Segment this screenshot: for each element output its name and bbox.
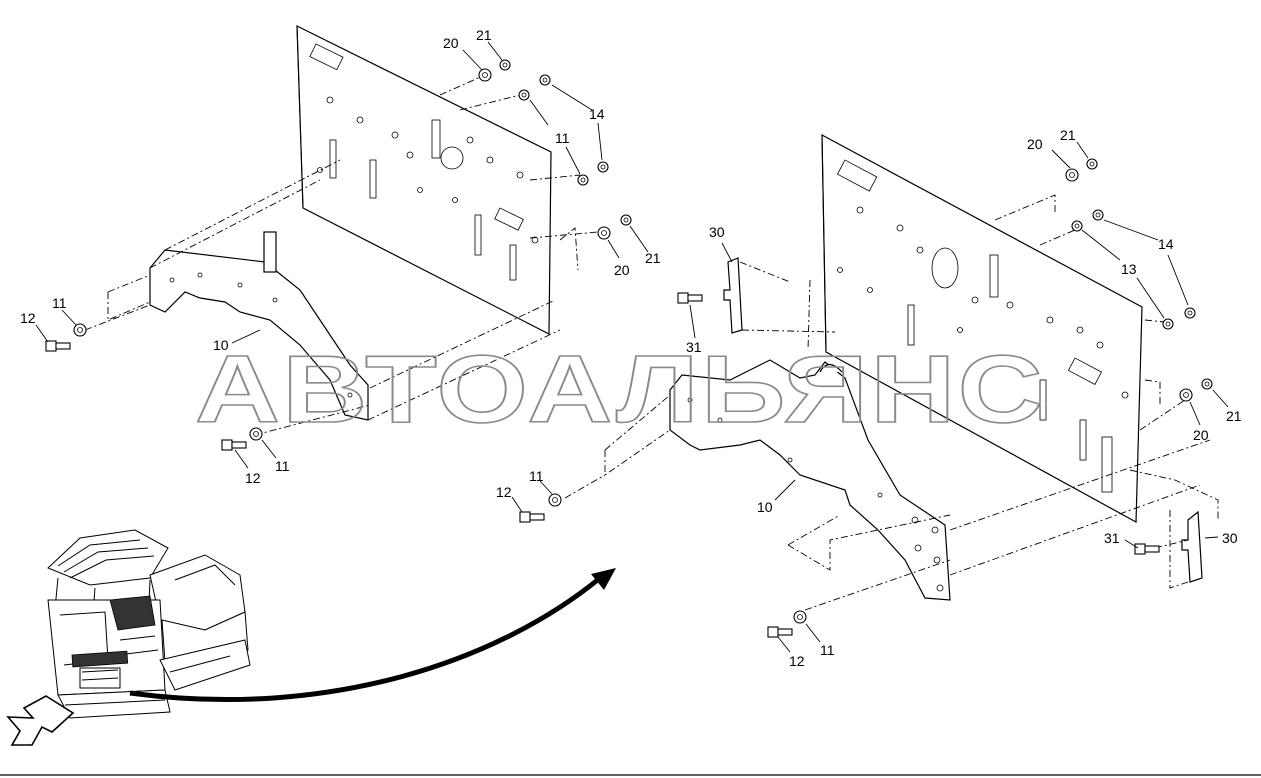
curved-arrow-icon xyxy=(129,568,616,703)
callout-12d: 12 xyxy=(789,653,805,669)
callout-21c: 21 xyxy=(1060,127,1076,143)
bolt-12-right-b xyxy=(767,626,793,638)
callout-13: 13 xyxy=(1121,261,1137,277)
nut-14-right-a xyxy=(1092,209,1104,221)
left-bracket-10 xyxy=(149,231,369,421)
washer-20-mid-right xyxy=(1179,388,1193,402)
callout-21d: 21 xyxy=(1226,408,1242,424)
nut-21-mid-right xyxy=(1201,378,1213,390)
callout-11b: 11 xyxy=(52,295,67,311)
callout-labels: 20 21 14 11 20 21 12 11 10 12 11 20 21 1… xyxy=(20,27,1242,669)
bolt-31-upper xyxy=(677,292,703,304)
bolt-31-lower xyxy=(1134,543,1160,555)
callout-20b: 20 xyxy=(614,262,630,278)
machine-locator-illustration xyxy=(47,529,251,719)
callout-20c: 20 xyxy=(1027,136,1043,152)
washer-20-top-right xyxy=(1065,168,1079,182)
callout-11c: 11 xyxy=(275,458,290,474)
nut-14-right-b xyxy=(1184,307,1196,319)
washer-13-right-a xyxy=(1071,220,1083,232)
callout-11e: 11 xyxy=(820,642,835,658)
washer-13-right-b xyxy=(1162,318,1174,330)
callout-11d: 11 xyxy=(529,468,544,484)
callout-14a: 14 xyxy=(589,106,605,122)
washer-11-left-b xyxy=(249,427,263,441)
callout-12b: 12 xyxy=(245,470,261,486)
callout-31b: 31 xyxy=(1104,530,1120,546)
hollow-arrow-icon xyxy=(6,695,75,746)
left-dash-lines xyxy=(84,74,599,436)
nut-21-top-right xyxy=(1086,158,1098,170)
left-frame-plate xyxy=(296,25,552,335)
nut-21-top-left xyxy=(499,59,511,71)
callout-11a: 11 xyxy=(555,130,570,146)
washer-11-b xyxy=(577,174,589,186)
right-bracket-10 xyxy=(669,359,951,601)
bolt-12-left-b xyxy=(221,439,247,451)
callout-12c: 12 xyxy=(496,484,512,500)
nut-14-a xyxy=(539,74,551,86)
nut-21-mid-left xyxy=(620,214,632,226)
bolt-12-right-a xyxy=(519,511,545,523)
callout-21b: 21 xyxy=(645,250,661,266)
callout-30a: 30 xyxy=(709,224,725,240)
washer-11-right-b xyxy=(793,610,807,624)
callout-30b: 30 xyxy=(1222,530,1238,546)
clip-30-lower xyxy=(1181,510,1203,583)
washer-20-mid-left xyxy=(597,226,611,240)
right-dash-lines xyxy=(564,194,1219,611)
callout-31a: 31 xyxy=(686,339,702,355)
washer-11-left-a xyxy=(73,323,87,337)
callout-12a: 12 xyxy=(20,310,36,326)
left-leader-lines xyxy=(35,41,649,469)
right-hardware xyxy=(519,158,1213,638)
left-hardware xyxy=(45,59,632,451)
callout-20d: 20 xyxy=(1193,427,1209,443)
callout-10b: 10 xyxy=(757,499,773,515)
callout-21a: 21 xyxy=(476,27,492,43)
right-frame-plate xyxy=(821,133,1143,523)
callout-14b: 14 xyxy=(1158,236,1174,252)
washer-11-right-a xyxy=(548,493,562,507)
bolt-12-left-a xyxy=(45,340,71,352)
callout-10a: 10 xyxy=(213,337,229,353)
callout-20a: 20 xyxy=(443,35,459,51)
right-leader-lines xyxy=(511,141,1229,653)
clip-30-upper xyxy=(723,257,743,334)
washer-11-a xyxy=(518,89,530,101)
washer-20-top-left xyxy=(478,68,492,82)
watermark-text: АВТОАЛЬЯНС xyxy=(195,336,1045,443)
nut-14-b xyxy=(597,161,609,173)
